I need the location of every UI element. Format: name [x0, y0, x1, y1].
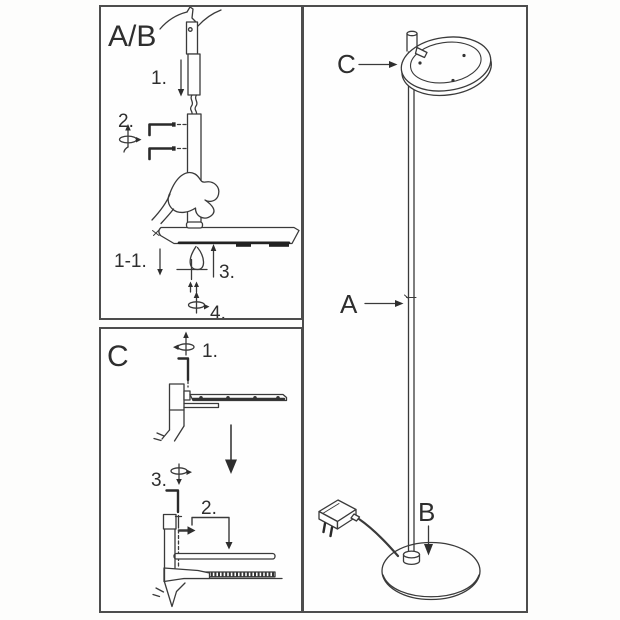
right-arrow-icon: [177, 526, 196, 535]
part-label-head: C: [337, 49, 356, 79]
down-arrow-icon: [177, 59, 185, 97]
lamp-head-sketch: [400, 36, 492, 97]
step-4-label: 4.: [210, 303, 226, 318]
part-label-pole: A: [340, 289, 358, 319]
lamp-base-sketch: [381, 541, 481, 601]
step-3-label: 3.: [151, 470, 167, 491]
lamp-head-edge-sketch: [152, 221, 300, 247]
step-1-label: 1.: [202, 341, 218, 362]
step-2-label: 2.: [118, 111, 134, 132]
double-up-arrow-icon: [188, 281, 199, 293]
up-arrow-icon: [210, 244, 217, 278]
pole-foot-sketch: [152, 528, 211, 608]
down-arrow-icon: [225, 424, 237, 474]
part-label-base: B: [418, 497, 435, 527]
wire-loop-sketch: [189, 245, 205, 271]
rotate-icon: [187, 291, 210, 314]
clamp-bracket-sketch: [162, 513, 183, 568]
cable-hook-sketch: [159, 7, 222, 30]
base-collar-sketch: [402, 550, 421, 566]
lamp-pole-sketch: [404, 51, 417, 555]
panel-c-head-assembly: C 1. 3. 2.: [99, 327, 303, 613]
panel-ab-pole-assembly: A/B 1. 2. 1-1. 3. 4.: [99, 5, 303, 320]
head-arm-bracket-sketch: [153, 383, 288, 442]
power-cord-sketch: [357, 517, 400, 558]
step-1-label: 1.: [151, 68, 167, 89]
diffuser-panel-sketch: [173, 552, 276, 560]
allen-key-icon: [177, 357, 190, 382]
screw-cross-sketch: [176, 258, 208, 281]
label-arrow-c: [358, 61, 398, 68]
label-arrow-b: [424, 525, 433, 556]
step-1-1-label: 1-1.: [114, 251, 147, 272]
panel-assembled-lamp: C A B: [302, 5, 528, 613]
hand-sketch: [151, 171, 220, 225]
power-adapter-sketch: [318, 499, 361, 538]
down-arrow-icon: [157, 248, 163, 276]
panel-c-title: C: [107, 340, 129, 373]
label-arrow-a: [364, 300, 404, 307]
head-hinge-knob-sketch: [406, 30, 428, 59]
panel-ab-title: A/B: [108, 20, 156, 53]
screw-guide-dashes: [176, 123, 188, 150]
step-3-label: 3.: [219, 262, 235, 283]
allen-key-icon: [165, 489, 180, 514]
step-2-label: 2.: [201, 498, 217, 519]
rotate-icon: [118, 124, 142, 153]
rotate-icon: [173, 331, 195, 356]
allen-key-icon: [148, 122, 176, 161]
rotate-icon: [170, 463, 192, 485]
step-2-guide-arrows: [191, 516, 233, 550]
